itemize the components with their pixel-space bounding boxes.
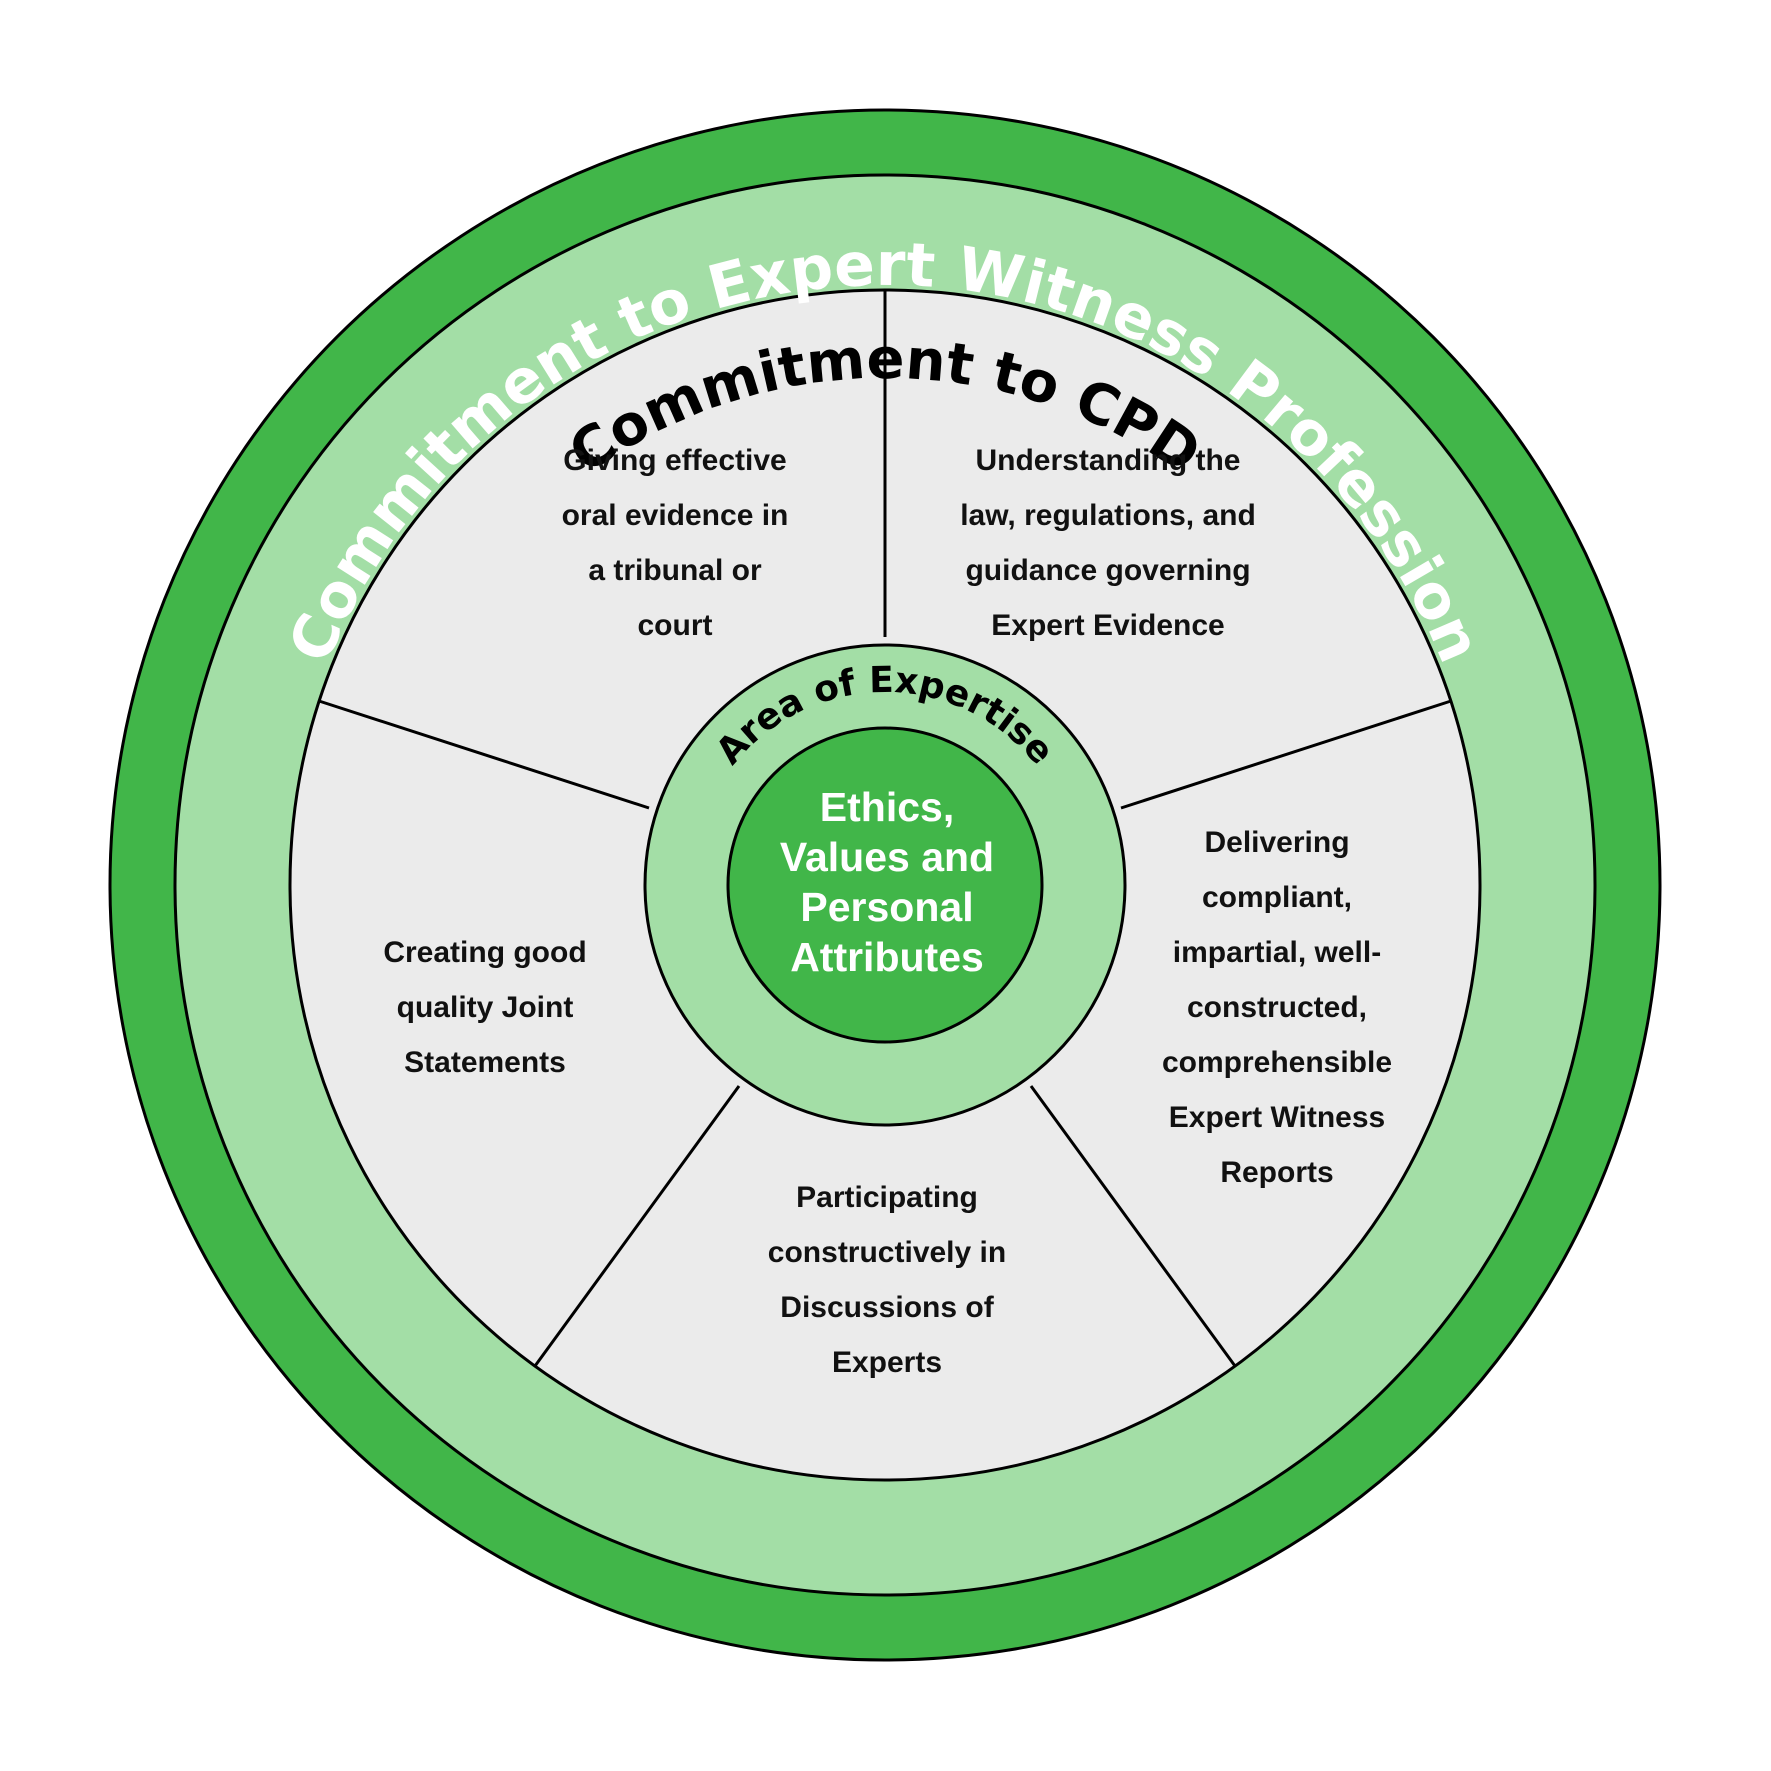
label-line: law, regulations, and xyxy=(960,499,1256,532)
label-line: quality Joint xyxy=(397,991,574,1024)
segment-dividers xyxy=(318,290,1452,1367)
label-line: Statements xyxy=(404,1046,566,1079)
label-line: constructed, xyxy=(1187,991,1367,1024)
label-line: Personal xyxy=(800,884,973,930)
label-line: Understanding the xyxy=(975,444,1240,477)
label-line: Participating xyxy=(796,1181,978,1214)
divider-upper-right xyxy=(1120,699,1452,810)
segment-label-discussions: Participating constructively in Discussion… xyxy=(768,1181,1006,1379)
label-line: Ethics, xyxy=(820,784,954,830)
label-line: Experts xyxy=(832,1346,942,1379)
label-line: court xyxy=(638,609,713,642)
label-line: Delivering xyxy=(1204,826,1349,859)
label-line: oral evidence in xyxy=(562,499,789,532)
label-line: guidance governing xyxy=(965,554,1250,587)
core-circle xyxy=(726,726,1044,1044)
label-line: comprehensible xyxy=(1162,1046,1392,1079)
label-line: Values and xyxy=(780,834,994,880)
label-line: Expert Evidence xyxy=(991,609,1224,642)
label-line: constructively in xyxy=(768,1236,1006,1269)
divider-upper-left xyxy=(318,699,650,810)
label-line: a tribunal or xyxy=(588,554,762,587)
label-line: Reports xyxy=(1220,1156,1333,1189)
label-line: Attributes xyxy=(790,934,984,980)
label-line: impartial, well- xyxy=(1173,936,1381,969)
label-line: Creating good xyxy=(383,936,586,969)
segment-label-reports: Delivering compliant, impartial, well-cons… xyxy=(1162,826,1392,1189)
segment-label-law-regulations: Understanding the law, regulations, and gu… xyxy=(960,444,1256,642)
segment-label-oral-evidence: Giving effective oral evidence in a tribun… xyxy=(562,444,789,642)
label-line: Expert Witness xyxy=(1169,1101,1385,1134)
divider-lower-right xyxy=(1029,1085,1237,1367)
label-line: Discussions of xyxy=(780,1291,994,1324)
label-line: Giving effective xyxy=(563,444,786,477)
label-line: compliant, xyxy=(1202,881,1352,914)
divider-lower-left xyxy=(533,1085,741,1367)
